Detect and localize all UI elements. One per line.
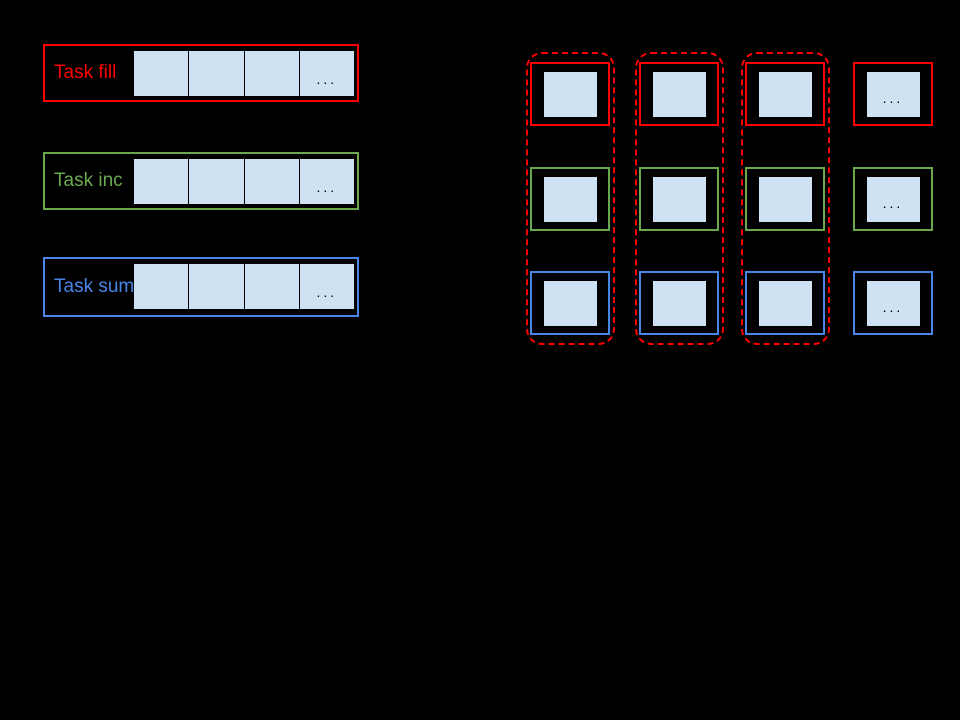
grid-box-inc xyxy=(530,167,610,231)
grid-box-fill xyxy=(745,62,825,126)
task-sum-label: Task sum xyxy=(54,276,135,297)
grid-box-inner xyxy=(651,279,707,327)
grid-box-inner xyxy=(542,70,598,118)
grid-box-inner xyxy=(757,279,813,327)
task-sum-cells: ... xyxy=(133,263,355,310)
grid-box-inner xyxy=(651,70,707,118)
grid-box-sum-ellipsis: ... xyxy=(853,271,933,335)
array-cell xyxy=(133,158,190,205)
task-row-sum: Task sum ... xyxy=(43,257,359,317)
grid-box-inner xyxy=(757,175,813,223)
grid-box-inc xyxy=(639,167,719,231)
array-cell-ellipsis: ... xyxy=(298,50,355,97)
array-cell xyxy=(243,263,300,310)
task-fill-cells: ... xyxy=(133,50,355,97)
dashed-group-outline xyxy=(526,52,615,345)
array-cell xyxy=(243,50,300,97)
grid-box-fill xyxy=(639,62,719,126)
grid-box-inner-ellipsis: ... xyxy=(865,175,921,223)
task-row-fill: Task fill ... xyxy=(43,44,359,102)
grid-box-inner-ellipsis: ... xyxy=(865,70,921,118)
grid-box-sum xyxy=(745,271,825,335)
task-fill-label: Task fill xyxy=(54,62,117,83)
grid-box-inc-ellipsis: ... xyxy=(853,167,933,231)
array-cell-ellipsis: ... xyxy=(298,263,355,310)
dashed-group-outline xyxy=(741,52,830,345)
grid-box-inner xyxy=(651,175,707,223)
grid-box-inner-ellipsis: ... xyxy=(865,279,921,327)
array-cell xyxy=(188,50,245,97)
grid-box-inner xyxy=(757,70,813,118)
grid-box-inc xyxy=(745,167,825,231)
array-cell xyxy=(133,50,190,97)
array-cell xyxy=(243,158,300,205)
grid-box-inner xyxy=(542,279,598,327)
dashed-group-outline xyxy=(635,52,724,345)
grid-box-fill xyxy=(530,62,610,126)
array-cell xyxy=(188,263,245,310)
grid-box-sum xyxy=(530,271,610,335)
grid-box-sum xyxy=(639,271,719,335)
task-inc-cells: ... xyxy=(133,158,355,205)
array-cell-ellipsis: ... xyxy=(298,158,355,205)
array-cell xyxy=(188,158,245,205)
task-row-inc: Task inc ... xyxy=(43,152,359,210)
grid-box-fill-ellipsis: ... xyxy=(853,62,933,126)
task-inc-label: Task inc xyxy=(54,170,123,191)
array-cell xyxy=(133,263,190,310)
grid-box-inner xyxy=(542,175,598,223)
